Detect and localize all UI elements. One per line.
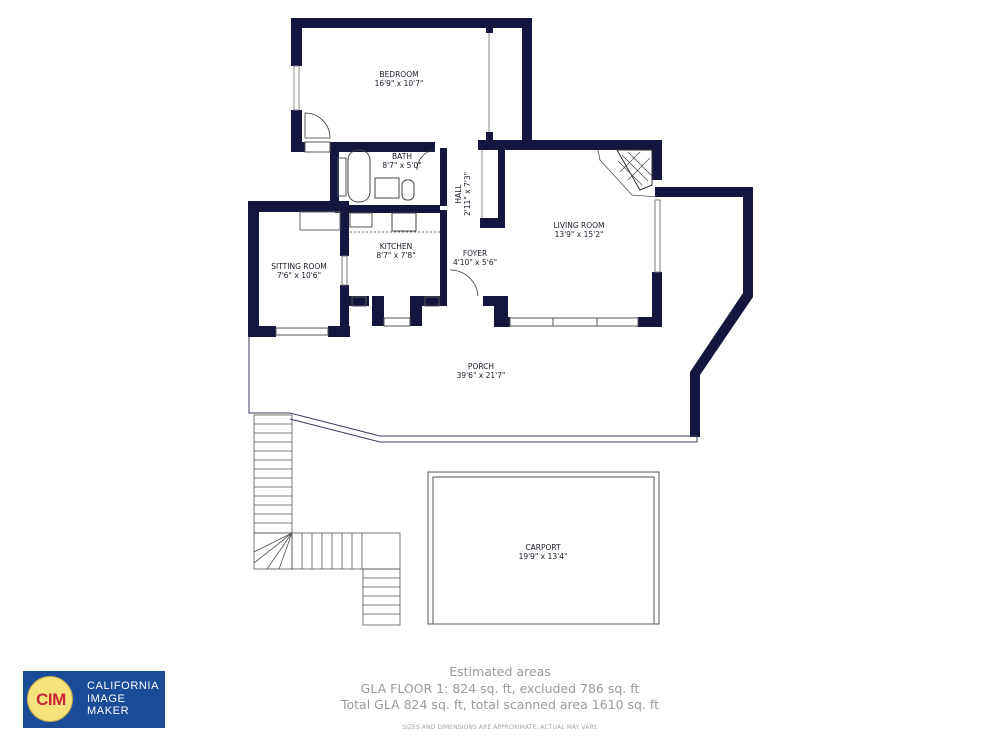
porch-outline (248, 337, 698, 443)
areas-total: Total GLA 824 sq. ft, total scanned area… (340, 697, 660, 712)
areas-title: Estimated areas (449, 664, 551, 679)
room-name: BATH (392, 152, 412, 161)
room-label-porch: PORCH 39'6" x 21'7" (457, 362, 506, 380)
room-name: SITTING ROOM (271, 262, 327, 271)
room-dims: 39'6" x 21'7" (456, 371, 506, 380)
room-label-bath: BATH 8'7" x 5'0" (382, 152, 421, 170)
room-name: KITCHEN (379, 242, 413, 251)
logo-text: CALIFORNIA IMAGE MAKER (87, 680, 159, 718)
room-name: LIVING ROOM (553, 221, 605, 230)
logo-line-3: MAKER (87, 705, 130, 717)
areas-gla-floor: GLA FLOOR 1: 824 sq. ft, excluded 786 sq… (360, 681, 640, 696)
room-label-living-room: LIVING ROOM 13'9" x 15'2" (553, 221, 604, 239)
fixtures (275, 33, 661, 336)
walls (248, 18, 753, 437)
stairs (253, 414, 401, 626)
logo-line-2: IMAGE (87, 692, 126, 705)
room-dims: 8'7" x 7'8" (376, 251, 416, 260)
room-dims: 16'9" x 10'7" (374, 79, 424, 88)
room-dims: 7'6" x 10'6" (276, 271, 322, 280)
room-name: FOYER (462, 249, 488, 258)
room-dims: 4'10" x 5'6" (452, 258, 498, 267)
logo-circle-icon: CIM (27, 676, 73, 722)
room-dims: 8'7" x 5'0" (382, 161, 422, 170)
room-name: PORCH (467, 362, 495, 371)
room-label-hall: HALL 2'11" x 7'3" (454, 159, 472, 229)
room-name: HALL (454, 184, 463, 204)
room-dims: 13'9" x 15'2" (554, 230, 604, 239)
room-label-sitting-room: SITTING ROOM 7'6" x 10'6" (271, 262, 327, 280)
room-dims: 19'9" x 13'4" (518, 552, 568, 561)
room-dims: 2'11" x 7'3" (463, 171, 472, 217)
room-label-bedroom: BEDROOM 16'9" x 10'7" (375, 70, 424, 88)
logo-line-1: CALIFORNIA (87, 680, 160, 692)
room-name: CARPORT (525, 543, 561, 552)
room-name: BEDROOM (379, 70, 419, 79)
carport-outline (427, 471, 660, 625)
room-label-carport: CARPORT 19'9" x 13'4" (519, 543, 568, 561)
disclaimer: SIZES AND DIMENSIONS ARE APPROXIMATE, AC… (402, 724, 598, 731)
logo-mark: CIM (36, 690, 66, 709)
room-label-kitchen: KITCHEN 8'7" x 7'8" (376, 242, 415, 260)
company-logo: CIM CALIFORNIA IMAGE MAKER (23, 671, 165, 728)
room-label-foyer: FOYER 4'10" x 5'6" (453, 249, 497, 267)
